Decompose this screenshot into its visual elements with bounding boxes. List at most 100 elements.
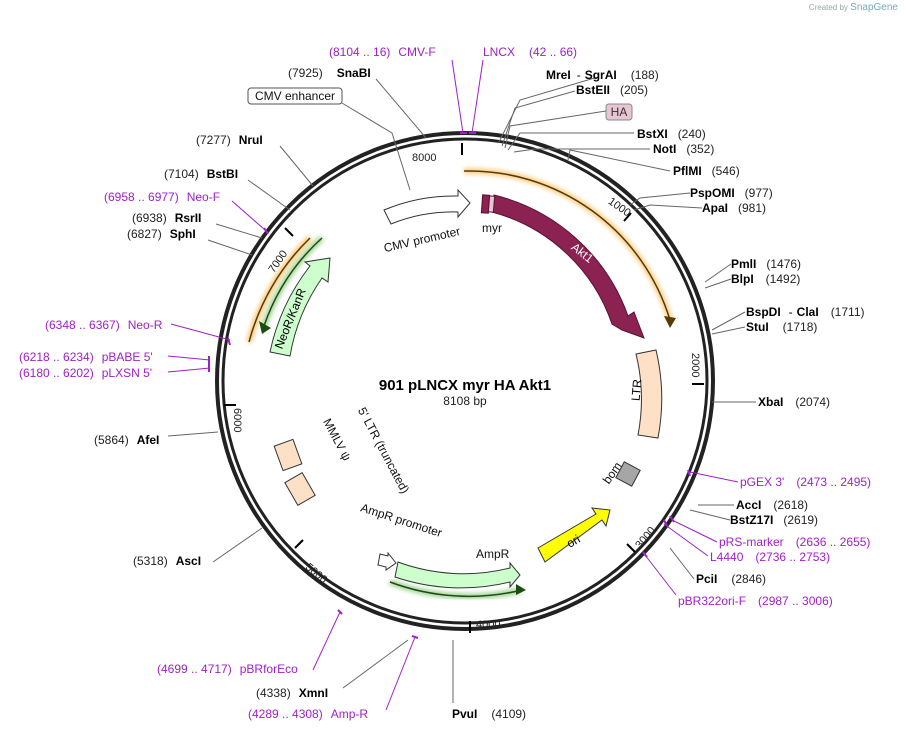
enzyme-noti: NotI(352) bbox=[653, 142, 714, 156]
feature-ampr-promoter[interactable] bbox=[377, 551, 397, 571]
enzyme-pos-pflmi: (546) bbox=[712, 164, 740, 178]
primer-range-l4440: (2736 .. 2753) bbox=[755, 550, 830, 564]
feature-cmv-enhancer-box[interactable] bbox=[247, 87, 343, 105]
enzyme-blpi: BlpI(1492) bbox=[731, 272, 800, 286]
snapgene-logo: SnapGene bbox=[850, 2, 898, 13]
enzyme-snabi: (7925) SnaBI bbox=[288, 66, 371, 80]
plasmid-length: 8108 bp bbox=[443, 394, 487, 408]
feature-bom[interactable] bbox=[615, 461, 641, 487]
feature-akt1[interactable]: Akt1 bbox=[491, 194, 645, 339]
enzyme-pos-sphi: (6827) bbox=[127, 227, 162, 241]
primer-range-prsmarker: (2636 .. 2655) bbox=[796, 535, 871, 549]
enzyme-rsrii: (6938)RsrII bbox=[132, 211, 201, 225]
primer-lncx: LNCX(42 .. 66) bbox=[483, 45, 577, 59]
primer-name-l4440: L4440 bbox=[710, 550, 744, 564]
feature-ampr[interactable] bbox=[394, 561, 521, 589]
feature-label-ori: ori bbox=[564, 532, 583, 551]
enzyme-pos-mrei: (188) bbox=[631, 68, 659, 82]
tick-label-3000: 3000 bbox=[633, 525, 658, 551]
enzyme-pos-pspomi: (977) bbox=[745, 186, 773, 200]
primer-range-pbr322orif: (2987 .. 3006) bbox=[758, 594, 833, 608]
feature-ha-callout-box[interactable] bbox=[605, 103, 633, 121]
enzyme-name-clai: ClaI bbox=[797, 305, 819, 319]
enzyme-name-sgrai: SgrAI bbox=[585, 68, 617, 82]
tick-label-4000: 4000 bbox=[476, 619, 500, 631]
snapgene-credit: Created by SnapGene bbox=[809, 2, 898, 13]
feature-5ltr[interactable] bbox=[273, 438, 303, 472]
enzyme-name-sphi: SphI bbox=[170, 227, 196, 241]
enzyme-pcii: PciI(2846) bbox=[696, 572, 766, 586]
enzyme-mrei-sgrai: MreI-SgrAI(188) bbox=[546, 68, 659, 82]
primer-range-ampr: (4289 .. 4308) bbox=[248, 707, 323, 721]
enzyme-bstbi: (7104)BstBI bbox=[164, 167, 238, 181]
orf-arc-akt1 bbox=[463, 167, 676, 328]
enzyme-pos-snabi: (7925) bbox=[288, 66, 323, 80]
enzyme-pmli: PmlI(1476) bbox=[731, 257, 801, 271]
enzyme-pos-xmni: (4338) bbox=[256, 686, 291, 700]
enzyme-pvui: PvuI(4109) bbox=[452, 707, 526, 721]
orf-arc-ampr-green bbox=[388, 579, 526, 600]
primer-plxsn5: (6180 .. 6202) pLXSN 5' bbox=[19, 366, 152, 380]
enzyme-pos-pmli: (1476) bbox=[766, 257, 801, 271]
enzyme-name-pcii: PciI bbox=[696, 572, 717, 586]
primer-range-cmvf: (8104 .. 16) bbox=[329, 45, 390, 59]
tick-label-2000: 2000 bbox=[689, 353, 701, 377]
primer-pgex3: pGEX 3'(2473 .. 2495) bbox=[740, 475, 871, 489]
enzyme-pos-asci: (5318) bbox=[133, 554, 168, 568]
primer-marks bbox=[208, 132, 691, 639]
enzyme-name-apai: ApaI bbox=[702, 201, 728, 215]
enzyme-pos-bstbi: (7104) bbox=[164, 167, 199, 181]
enzyme-name-xbai: XbaI bbox=[758, 395, 783, 409]
enzyme-name-asci: AscI bbox=[176, 554, 201, 568]
primer-name-plxsn5: pLXSN 5' bbox=[102, 366, 152, 380]
feature-mmlv[interactable] bbox=[284, 472, 316, 506]
primer-pbabe5: (6218 .. 6234)pBABE 5' bbox=[19, 350, 153, 364]
primer-pbr322orif: pBR322ori-F (2987 .. 3006) bbox=[678, 594, 833, 608]
enzyme-bsteii: BstEII(205) bbox=[576, 83, 648, 97]
enzyme-afei: (5864)AfeI bbox=[94, 433, 159, 447]
enzyme-pos-bstz17i: (2619) bbox=[783, 513, 818, 527]
enzyme-bstxi: BstXI(240) bbox=[637, 127, 706, 141]
enzyme-sep-mrei: - bbox=[577, 68, 581, 82]
primer-ampr: (4289 .. 4308)Amp-R bbox=[248, 707, 368, 721]
enzyme-pos-stui: (1718) bbox=[783, 320, 818, 334]
enzyme-name-snabi: SnaBI bbox=[337, 66, 371, 80]
enzyme-bspdi-clai: BspDI-ClaI(1711) bbox=[746, 305, 864, 319]
feature-ha-small[interactable] bbox=[487, 195, 496, 213]
enzyme-name-noti: NotI bbox=[653, 142, 676, 156]
enzyme-asci: (5318) AscI bbox=[133, 554, 201, 568]
feature-label-cmv-enhancer: CMV enhancer bbox=[255, 89, 335, 103]
enzyme-name-rsrii: RsrII bbox=[175, 211, 202, 225]
enzyme-name-acci: AccI bbox=[736, 498, 761, 512]
enzyme-pos-nrui: (7277) bbox=[196, 133, 231, 147]
backbone-inner bbox=[221, 137, 709, 625]
enzyme-name-pspomi: PspOMI bbox=[690, 186, 735, 200]
enzyme-apai: ApaI(981) bbox=[702, 201, 766, 215]
enzyme-pos-xbai: (2074) bbox=[795, 395, 830, 409]
feature-label-ampr-promoter: AmpR promoter bbox=[359, 501, 444, 540]
primer-name-pbrforeco: pBRforEco bbox=[240, 662, 298, 676]
primer-name-pbr322orif: pBR322ori-F bbox=[678, 594, 746, 608]
feature-label-mmlv: MMLV ψ bbox=[320, 416, 354, 463]
enzyme-name-afei: AfeI bbox=[137, 433, 160, 447]
feature-ori[interactable]: ori bbox=[537, 507, 611, 563]
enzyme-name-bstz17i: BstZ17I bbox=[730, 513, 773, 527]
primer-name-pgex3: pGEX 3' bbox=[740, 475, 784, 489]
enzyme-pos-blpi: (1492) bbox=[766, 272, 801, 286]
primer-neof: (6958 .. 6977)Neo-F bbox=[104, 190, 220, 204]
leader-lines bbox=[167, 76, 756, 703]
feature-ltr[interactable]: LTR bbox=[629, 349, 663, 439]
enzyme-acci: AccI(2618) bbox=[736, 498, 808, 512]
feature-label-ampr: AmpR bbox=[476, 547, 510, 561]
orf-arc-neokanr-orange bbox=[246, 235, 313, 343]
created-by-text: Created by bbox=[808, 3, 848, 12]
feature-label-cmv-promoter: CMV promoter bbox=[382, 224, 461, 255]
primer-range-neof: (6958 .. 6977) bbox=[104, 190, 179, 204]
feature-label-ltr: LTR bbox=[629, 378, 645, 401]
primer-cmvf: (8104 .. 16) CMV-F bbox=[329, 45, 436, 59]
primer-name-cmvf: CMV-F bbox=[398, 45, 435, 59]
feature-cmv-promoter[interactable] bbox=[383, 188, 471, 225]
tick-marks bbox=[224, 143, 704, 633]
primer-range-plxsn5: (6180 .. 6202) bbox=[19, 366, 94, 380]
